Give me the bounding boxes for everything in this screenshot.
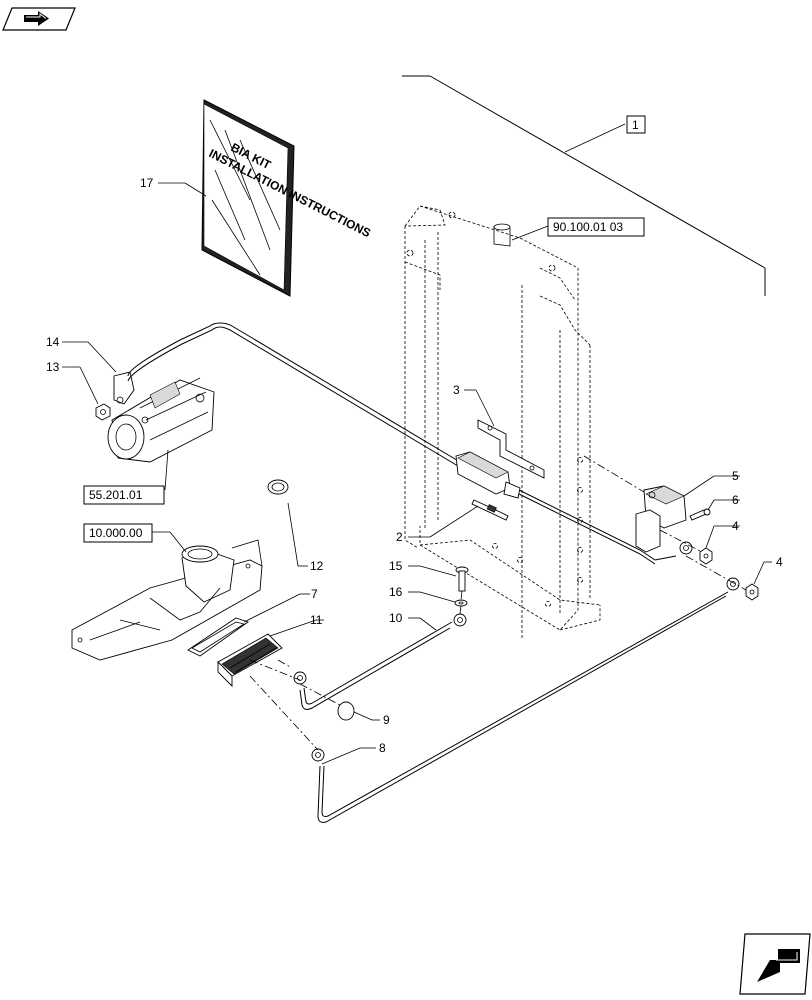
leader-lines [62, 123, 772, 765]
callout-16[interactable]: 16 [389, 585, 403, 599]
intake-housing [71, 539, 263, 661]
fuse-holder [455, 451, 521, 499]
callout-13[interactable]: 13 [46, 360, 60, 374]
nav-forward-button[interactable] [2, 7, 76, 31]
callout-1: 1 [632, 118, 639, 132]
callout-15[interactable]: 15 [389, 559, 403, 573]
callout-3[interactable]: 3 [453, 383, 460, 397]
main-cable [127, 322, 656, 565]
cable-8 [311, 577, 740, 823]
terminal-14 [113, 371, 135, 405]
cable-10 [293, 613, 467, 710]
ref-box-10-000-00[interactable]: 10.000.00 [83, 523, 153, 543]
ref-10-000-00: 10.000.00 [89, 526, 143, 540]
callout-5[interactable]: 5 [732, 469, 739, 483]
callout-6[interactable]: 6 [732, 493, 739, 507]
connector-5 [635, 485, 687, 553]
nut-4b [745, 583, 759, 601]
bracket-3 [477, 419, 545, 479]
callout-7[interactable]: 7 [311, 587, 318, 601]
disconnect-11 [217, 633, 283, 688]
callout-4b[interactable]: 4 [776, 555, 783, 569]
ref-box-1[interactable]: 1 [626, 115, 646, 134]
bolt-15 [455, 566, 469, 592]
ref-box-90-100-01-03[interactable]: 90.100.01 03 [547, 217, 645, 237]
gasket-7 [187, 617, 249, 657]
grommet-12 [267, 479, 289, 495]
callout-2[interactable]: 2 [396, 530, 403, 544]
support-frame [404, 205, 601, 640]
arrow-back-icon [757, 949, 800, 982]
nut-13 [95, 403, 111, 421]
washer-16 [454, 599, 468, 607]
callout-4a[interactable]: 4 [732, 519, 739, 533]
installation-manual: BIA KIT INSTALLATION INSTRUCTIONS [201, 99, 373, 297]
nut-4a [699, 547, 713, 565]
callout-10[interactable]: 10 [389, 611, 403, 625]
nav-back-button[interactable] [739, 933, 811, 995]
callout-11[interactable]: 11 [310, 613, 323, 627]
alignment-lines [249, 455, 747, 751]
ring-terminal-a [654, 541, 693, 561]
cap-9 [337, 701, 355, 721]
fuse-2 [471, 499, 509, 521]
callout-14[interactable]: 14 [46, 335, 60, 349]
ref-90-100-01-03: 90.100.01 03 [553, 220, 623, 234]
callout-9[interactable]: 9 [383, 713, 390, 727]
callout-8[interactable]: 8 [379, 741, 386, 755]
kit-bracket [402, 75, 766, 296]
callout-12[interactable]: 12 [310, 559, 324, 573]
starter-motor [107, 377, 215, 463]
arrow-forward-icon [24, 11, 49, 26]
callout-17[interactable]: 17 [140, 176, 154, 190]
screw-6 [689, 508, 711, 521]
ref-55-201-01: 55.201.01 [89, 488, 143, 502]
ref-box-55-201-01[interactable]: 55.201.01 [83, 485, 165, 505]
